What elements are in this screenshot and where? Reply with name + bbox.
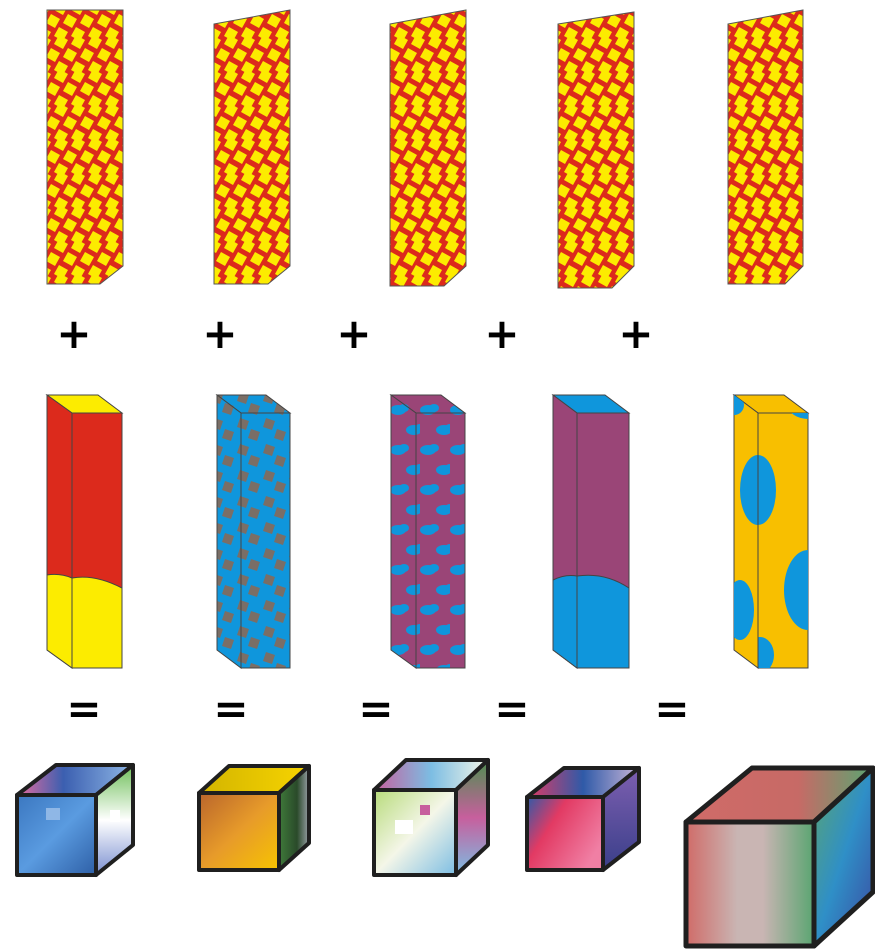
result-cube-1 <box>17 765 133 875</box>
coloring-prism-2 <box>217 395 290 668</box>
tiling-strip-3 <box>390 10 466 286</box>
plus-sign-3: + <box>334 313 374 355</box>
coloring-prism-1 <box>47 395 122 668</box>
result-cubes-row <box>17 760 873 946</box>
plus-sign-2: + <box>200 313 240 355</box>
tiling-strip-1 <box>47 10 123 284</box>
result-cube-2 <box>199 766 309 870</box>
equals-sign-3: = <box>356 688 396 730</box>
coloring-prisms-row <box>47 391 832 673</box>
equals-sign-1: = <box>64 688 104 730</box>
result-cube-5 <box>686 768 873 946</box>
tiling-strip-2 <box>214 10 290 284</box>
equals-sign-5: = <box>652 688 692 730</box>
tiling-strips-row <box>47 10 803 288</box>
tiling-strip-4 <box>558 12 634 288</box>
plus-sign-5: + <box>616 313 656 355</box>
plus-sign-4: + <box>482 313 522 355</box>
plus-sign-1: + <box>54 313 94 355</box>
coloring-prism-4 <box>553 395 629 668</box>
result-cube-4 <box>527 768 639 870</box>
tiling-strip-5 <box>728 10 803 284</box>
equals-sign-2: = <box>211 688 251 730</box>
result-cube-3 <box>374 760 488 875</box>
coloring-prism-5 <box>724 391 832 673</box>
coloring-prism-3 <box>391 395 465 668</box>
equals-sign-4: = <box>492 688 532 730</box>
